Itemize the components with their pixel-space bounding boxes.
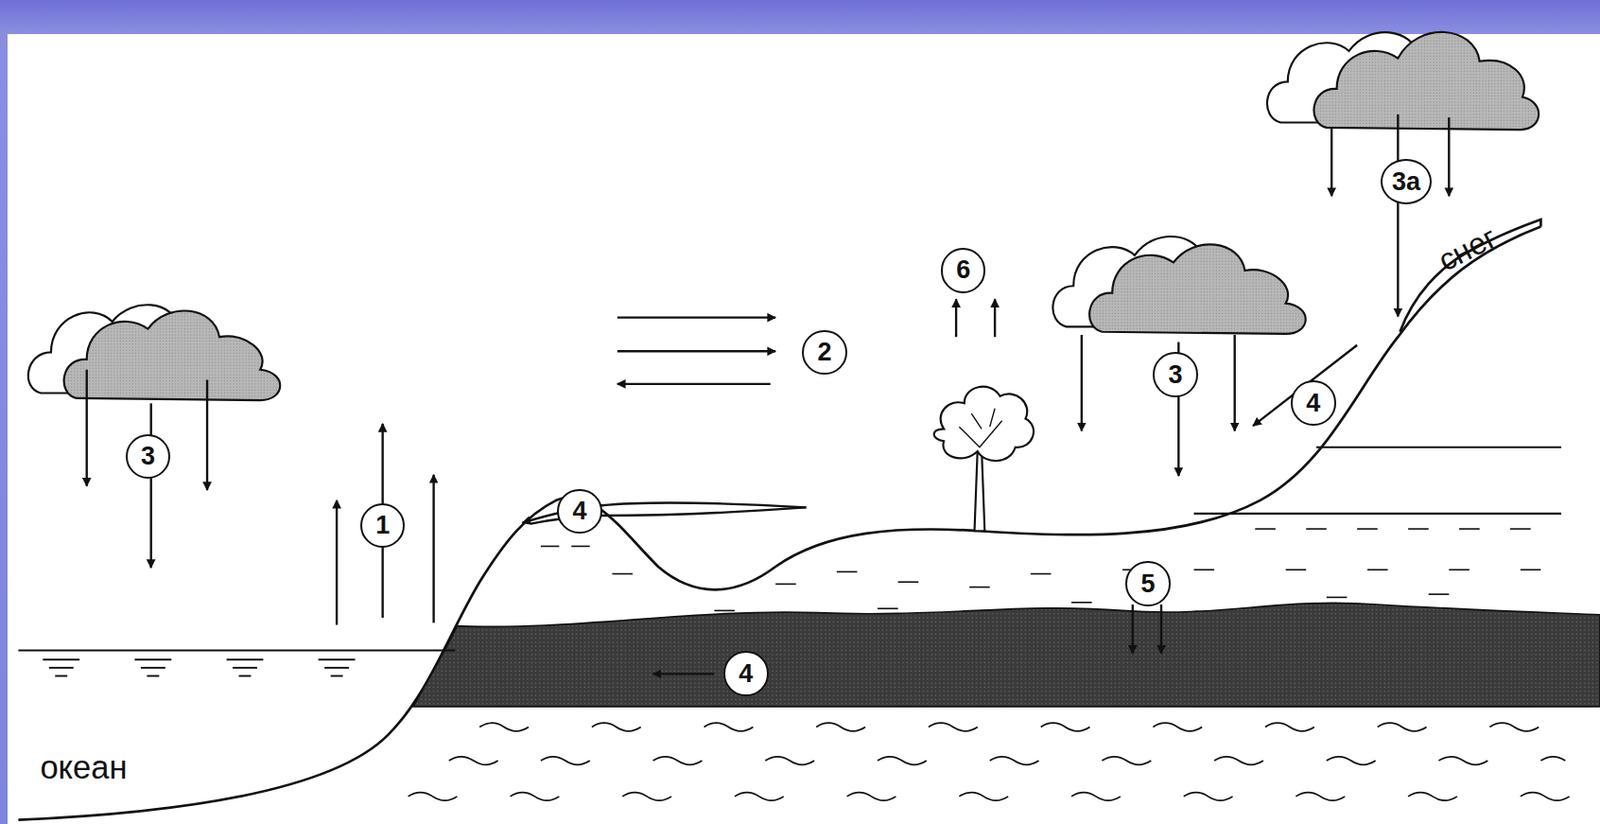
ocean-label: океан	[39, 750, 127, 784]
callout-circle: 4	[1290, 380, 1336, 425]
water-level-symbols	[42, 659, 355, 676]
callout-number: 4	[572, 498, 587, 524]
callout-circle: 3а	[1380, 158, 1432, 204]
callout-number: 4	[1305, 390, 1321, 417]
callout-circle: 3	[1152, 351, 1198, 397]
callout-number: 5	[1140, 571, 1155, 597]
callout-circle: 6	[940, 247, 986, 293]
cloud-right	[1267, 32, 1539, 130]
cloud-middle	[1052, 236, 1305, 334]
callout-number: 3	[1168, 362, 1183, 388]
callout-circle: 4	[723, 650, 768, 696]
callout-circle: 2	[801, 330, 847, 375]
cloud-left	[28, 304, 280, 400]
land-profile	[17, 226, 1541, 820]
callout-number: 3	[140, 443, 156, 470]
flow-arrows	[86, 114, 1450, 674]
callout-circle: 1	[360, 503, 405, 548]
snow-label: снег	[1433, 221, 1502, 277]
callout-circle: 3	[125, 434, 171, 479]
callout-number: 1	[375, 512, 390, 539]
groundwater-layer	[413, 602, 1600, 707]
callout-number: 4	[738, 660, 753, 687]
callout-circle: 5	[1125, 560, 1170, 606]
surface-water-lines	[1194, 447, 1562, 514]
callout-number: 3а	[1391, 169, 1421, 195]
soil-water-dashes	[540, 528, 1542, 610]
callout-number: 6	[956, 257, 971, 283]
callout-number: 2	[817, 339, 832, 366]
deep-water-waves	[408, 722, 1570, 800]
callout-circle: 4	[556, 488, 602, 534]
snow-layer	[1400, 219, 1542, 332]
tree	[934, 386, 1034, 532]
ocean-surface	[17, 648, 455, 651]
